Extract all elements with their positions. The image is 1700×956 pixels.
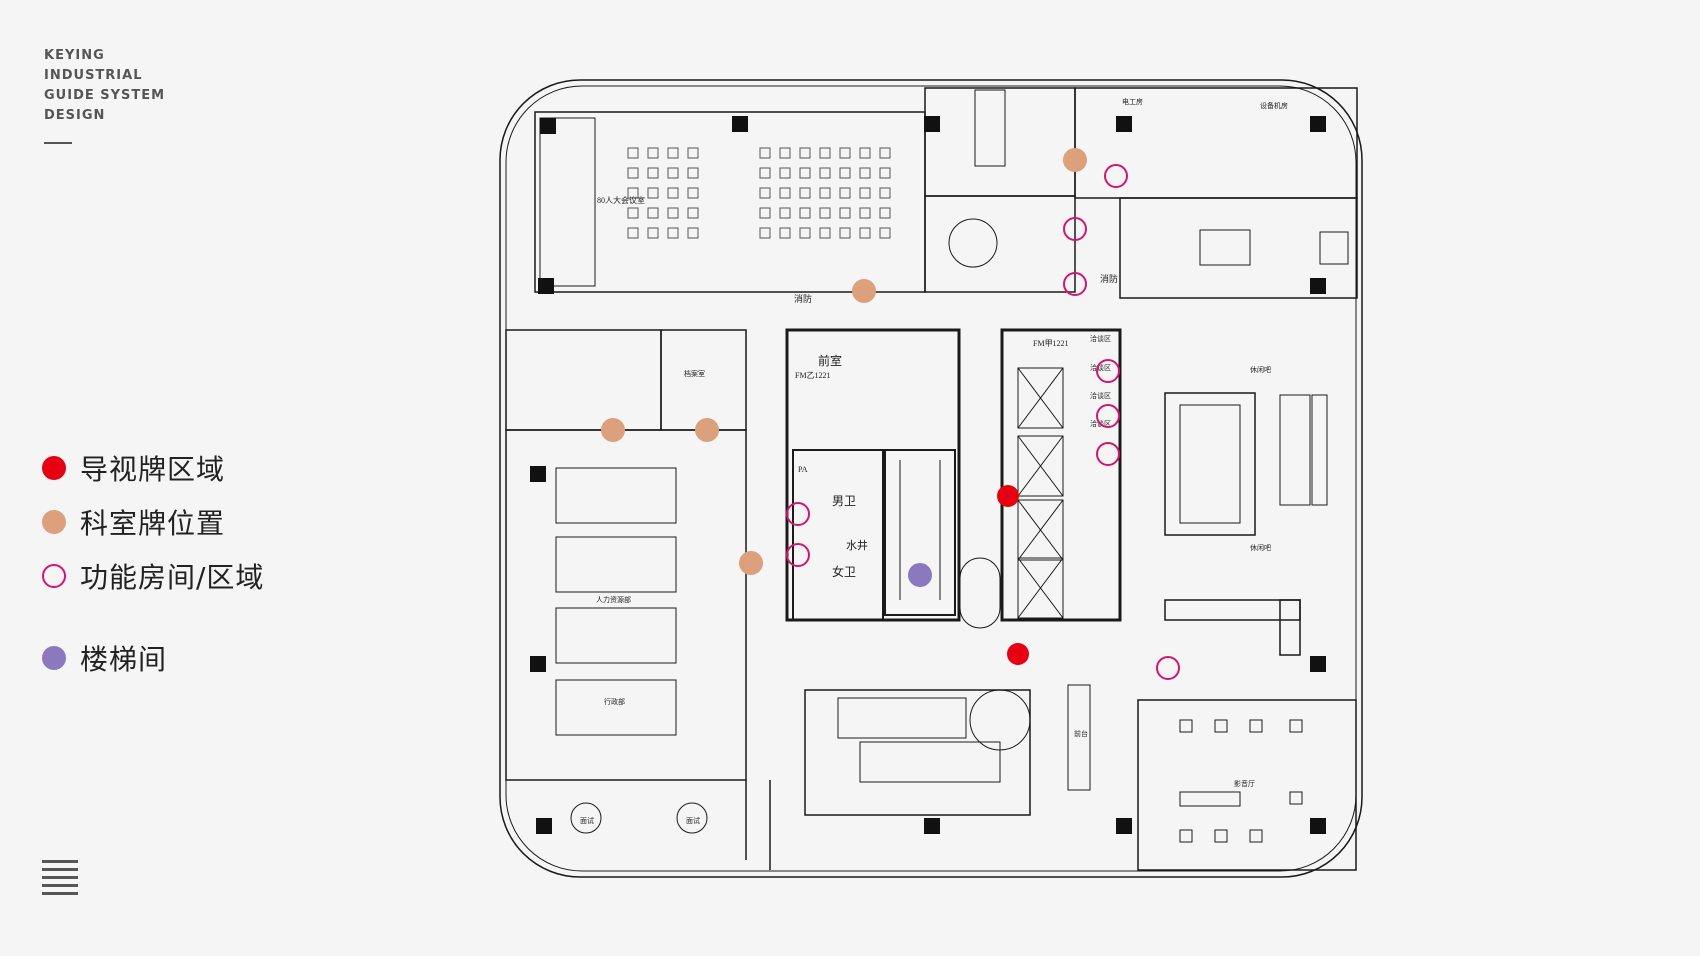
label-womens-wc: 女卫	[832, 564, 856, 579]
core-right	[1000, 328, 1122, 622]
room-hr-open-office	[505, 429, 747, 781]
stairwell	[884, 449, 956, 616]
menu-lines-icon	[42, 860, 78, 895]
label-mens-wc: 男卫	[832, 494, 856, 508]
room-meeting-80	[534, 111, 926, 293]
label-fm2: FM甲1221	[1033, 339, 1069, 348]
legend-item-guide-sign: 导视牌区域	[42, 448, 225, 488]
marker-function-room	[1063, 272, 1087, 296]
label-talk3: 洽谈区	[1090, 391, 1111, 400]
room-meeting-small	[924, 87, 1076, 197]
marker-room-sign	[739, 551, 763, 575]
label-talk2: 洽谈区	[1090, 363, 1111, 372]
marker-function-room	[786, 543, 810, 567]
label-reception: 前台	[1074, 729, 1088, 738]
legend-label: 科室牌位置	[80, 507, 226, 540]
marker-function-room	[1156, 656, 1180, 680]
marker-function-room	[1096, 359, 1120, 383]
marker-room-sign	[695, 418, 719, 442]
legend-item-stairwell: 楼梯间	[42, 638, 167, 678]
legend-item-room-sign: 科室牌位置	[42, 502, 225, 542]
marker-room-sign	[852, 279, 876, 303]
brand-divider	[44, 142, 72, 144]
label-equip: 设备机房	[1260, 101, 1288, 110]
marker-room-sign	[1063, 148, 1087, 172]
label-fire2: 消防	[1100, 273, 1118, 284]
label-interview1: 面试	[580, 816, 594, 825]
marker-function-room	[1096, 442, 1120, 466]
marker-room-sign	[601, 418, 625, 442]
marker-function-room	[1063, 217, 1087, 241]
legend-label: 功能房间/区域	[80, 561, 265, 594]
marker-guide-sign	[1007, 643, 1029, 665]
room-sign-dot-icon	[42, 510, 66, 534]
brand-line: DESIGN	[44, 108, 106, 123]
label-admin: 行政部	[604, 697, 625, 706]
label-lounge2: 休闲吧	[1250, 543, 1271, 552]
marker-function-room	[786, 502, 810, 526]
label-front-room: 前室	[818, 353, 842, 368]
reception-area	[804, 689, 1031, 816]
marker-function-room	[1096, 404, 1120, 428]
marker-function-room	[1104, 164, 1128, 188]
legend-item-function-room: 功能房间/区域	[42, 556, 264, 596]
label-pa: PA	[798, 465, 808, 474]
brand-title: KEYING INDUSTRIAL GUIDE SYSTEM DESIGN	[44, 46, 165, 126]
legend-label: 楼梯间	[80, 643, 168, 676]
label-hr: 人力资源部	[596, 595, 631, 604]
brand-line: KEYING	[44, 48, 105, 63]
brand-line: INDUSTRIAL	[44, 68, 143, 83]
label-fm1: FM乙1221	[795, 371, 831, 380]
brand-line: GUIDE SYSTEM	[44, 88, 166, 103]
room-theater	[1137, 699, 1357, 871]
label-interview2: 面试	[686, 816, 700, 825]
marker-stairwell	[908, 563, 932, 587]
room-archive	[660, 329, 747, 431]
guide-sign-dot-icon	[42, 456, 66, 480]
lounge-sofa	[1164, 392, 1256, 536]
marker-guide-sign	[997, 485, 1019, 507]
legend-label: 导视牌区域	[80, 453, 226, 486]
label-lounge1: 休闲吧	[1250, 365, 1271, 374]
building-outline	[499, 79, 1363, 878]
label-talk1: 洽谈区	[1090, 334, 1111, 343]
label-elec: 电工房	[1122, 97, 1143, 106]
room-admin-top	[505, 329, 662, 431]
label-fire1: 消防	[794, 293, 812, 304]
stairwell-dot-icon	[42, 646, 66, 670]
label-exhibit: 影音厅	[1234, 779, 1255, 788]
room-equipment	[1074, 87, 1358, 199]
label-shaft: 水井	[846, 538, 868, 552]
wc-block	[792, 449, 884, 621]
function-room-ring-icon	[42, 564, 66, 588]
label-archive: 档案室	[684, 369, 705, 378]
label-meeting-80: 80人大会议室	[597, 195, 645, 205]
